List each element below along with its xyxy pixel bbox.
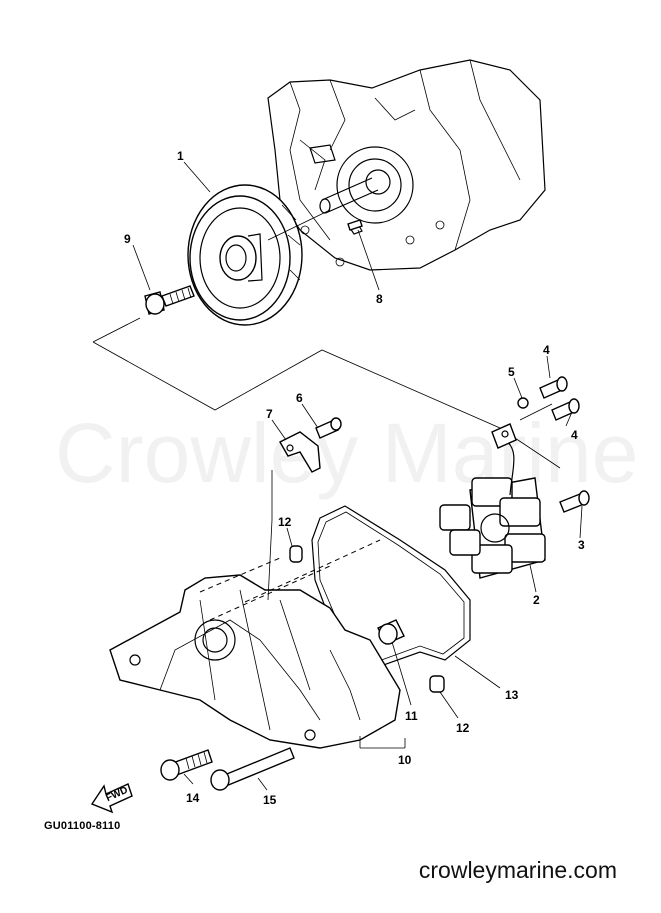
cover-bolt-long bbox=[210, 747, 295, 791]
diagram-code: GU01100-8110 bbox=[44, 820, 121, 832]
pickup-screw-lower bbox=[551, 398, 580, 421]
dowel-pin-upper bbox=[289, 545, 303, 563]
fwd-arrow-icon bbox=[90, 783, 133, 814]
gasket bbox=[311, 505, 471, 669]
lead-clamp bbox=[279, 431, 321, 473]
flywheel-cover bbox=[109, 539, 401, 749]
callout-1: 1 bbox=[177, 149, 184, 163]
callout-10: 10 bbox=[398, 753, 412, 767]
assembly-outline-line bbox=[92, 317, 561, 469]
website-label: crowleymarine.com bbox=[418, 857, 617, 883]
washer bbox=[517, 397, 529, 409]
callout-12-lower: 12 bbox=[456, 721, 470, 735]
callout-7: 7 bbox=[266, 407, 273, 421]
callout-9: 9 bbox=[124, 232, 131, 246]
flywheel-bolt bbox=[144, 285, 195, 315]
callout-8: 8 bbox=[376, 292, 383, 306]
stator-screw bbox=[559, 490, 590, 513]
collar bbox=[377, 619, 405, 645]
engine-block bbox=[267, 59, 546, 271]
callout-5: 5 bbox=[508, 365, 515, 379]
cover-bolt-short bbox=[160, 749, 213, 781]
pickup-screw-upper bbox=[539, 376, 568, 399]
shaft-axis-line bbox=[267, 209, 331, 241]
pickup-coil bbox=[491, 423, 517, 449]
callout-14: 14 bbox=[186, 791, 200, 805]
callout-2: 2 bbox=[533, 593, 540, 607]
screw-guide-line bbox=[519, 403, 553, 421]
flywheel bbox=[187, 184, 303, 326]
callout-12-upper: 12 bbox=[278, 515, 292, 529]
leader-lines bbox=[132, 161, 583, 791]
callout-15: 15 bbox=[263, 793, 277, 807]
callout-4-lower: 4 bbox=[571, 428, 578, 442]
callout-3: 3 bbox=[578, 538, 585, 552]
clamp-screw bbox=[315, 417, 342, 439]
callout-13: 13 bbox=[505, 688, 519, 702]
woodruff-key bbox=[347, 219, 363, 231]
callout-11: 11 bbox=[405, 709, 418, 723]
dowel-pin-lower bbox=[429, 675, 445, 693]
callout-6: 6 bbox=[296, 391, 303, 405]
stator bbox=[439, 477, 546, 579]
callout-4-upper: 4 bbox=[543, 343, 550, 357]
watermark: Crowley Marine bbox=[55, 406, 639, 500]
